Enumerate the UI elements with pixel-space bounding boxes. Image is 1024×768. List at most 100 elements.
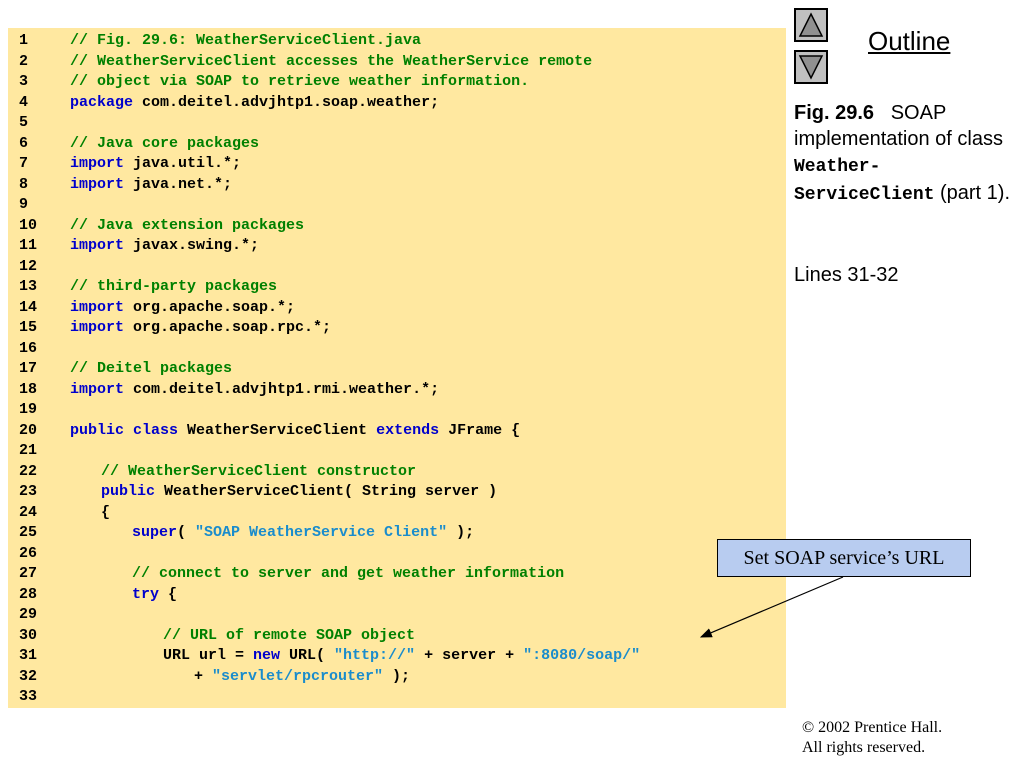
code-keyword: try [132, 585, 160, 603]
code-string: ":8080/soap/" [523, 647, 641, 664]
triangle-down-icon [798, 55, 824, 80]
code-comment: // URL of remote SOAP object [163, 626, 416, 644]
line-number: 18 [19, 380, 38, 398]
code-text: // WeatherServiceClient accesses the Wea… [70, 52, 592, 72]
code-line: 27 // connect to server and get weather i… [8, 564, 786, 584]
line-number: 17 [19, 360, 38, 377]
code-keyword: import [70, 298, 125, 316]
code-token: WeatherServiceClient [178, 421, 377, 439]
code-text: // Fig. 29.6: WeatherServiceClient.java [70, 31, 421, 51]
line-number: 15 [19, 319, 38, 336]
copyright-notice: © 2002 Prentice Hall. All rights reserve… [802, 718, 942, 758]
code-token: java.net.*; [124, 175, 233, 193]
line-number: 9 [19, 196, 29, 213]
code-text: // connect to server and get weather inf… [132, 564, 564, 584]
code-text: import java.net.*; [70, 175, 232, 195]
line-number: 22 [19, 462, 38, 480]
line-number: 1 [19, 32, 29, 49]
code-comment: // third-party packages [70, 278, 278, 295]
code-line: 19 [8, 400, 786, 420]
code-text: super( "SOAP WeatherService Client" ); [132, 523, 474, 543]
line-number: 8 [19, 175, 29, 193]
code-keyword: super [132, 524, 178, 541]
code-line: 17// Deitel packages [8, 359, 786, 379]
caption-class-name: Weather-ServiceClient [794, 157, 935, 205]
code-keyword: package [70, 93, 134, 111]
code-line: 2 // WeatherServiceClient accesses the We… [8, 52, 786, 72]
code-comment: // object via SOAP to retrieve weather i… [70, 73, 530, 90]
code-token: + [194, 667, 213, 685]
code-token: org.apache.soap.rpc.*; [124, 319, 332, 336]
code-comment: // WeatherServiceClient constructor [101, 462, 417, 480]
line-number: 28 [19, 585, 38, 603]
triangle-up-icon [798, 12, 824, 37]
code-token: URL( [280, 647, 335, 664]
code-line: 9 [8, 195, 786, 215]
outline-link[interactable]: Outline [868, 26, 951, 56]
code-keyword: new [253, 647, 281, 664]
callout-box: Set SOAP service’s URL [717, 539, 971, 577]
code-text: // WeatherServiceClient constructor [101, 462, 416, 482]
code-line: 13// third-party packages [8, 277, 786, 297]
code-keyword: import [70, 319, 125, 336]
code-comment: // Fig. 29.6: WeatherServiceClient.java [70, 32, 422, 49]
line-number: 10 [19, 216, 38, 234]
line-number: 30 [19, 626, 38, 644]
code-token: java.util.*; [124, 155, 242, 172]
code-text: import java.util.*; [70, 154, 241, 174]
line-number: 32 [19, 667, 38, 685]
line-number: 25 [19, 524, 38, 541]
caption-text: SOAP implementation of class [794, 102, 1003, 150]
line-number: 2 [19, 52, 29, 70]
code-token: org.apache.soap.*; [124, 298, 296, 316]
line-number: 27 [19, 565, 38, 582]
code-token: WeatherServiceClient( String server ) [155, 483, 498, 500]
code-line: 21 [8, 441, 786, 461]
code-comment: // connect to server and get weather inf… [132, 565, 565, 582]
code-comment: // WeatherServiceClient accesses the Wea… [70, 52, 593, 70]
code-token: ); [447, 524, 475, 541]
code-token: { [101, 503, 111, 521]
code-comment: // Java core packages [70, 134, 260, 152]
code-token: com.deitel.advjhtp1.soap.weather; [133, 93, 440, 111]
code-text: + "servlet/rpcrouter" ); [194, 667, 410, 687]
next-slide-button[interactable] [794, 50, 828, 84]
code-text: // Java extension packages [70, 216, 304, 236]
code-line: 25 super( "SOAP WeatherService Client" ); [8, 523, 786, 543]
code-line: 5 [8, 113, 786, 133]
code-keyword: import [70, 155, 125, 172]
line-number: 24 [19, 503, 38, 521]
code-text: // third-party packages [70, 277, 277, 297]
code-token: + server + [415, 647, 524, 664]
code-line: 29 [8, 605, 786, 625]
previous-slide-button[interactable] [794, 8, 828, 42]
code-text: package com.deitel.advjhtp1.soap.weather… [70, 93, 439, 113]
code-line: 15 import org.apache.soap.rpc.*; [8, 318, 786, 338]
copyright-line-1: © 2002 Prentice Hall. [802, 719, 943, 736]
code-line: 12 [8, 257, 786, 277]
line-number: 3 [19, 73, 29, 90]
code-line: 6 // Java core packages [8, 134, 786, 154]
line-number: 6 [19, 134, 29, 152]
code-string: "servlet/rpcrouter" [212, 667, 384, 685]
code-line: 33 [8, 687, 786, 707]
line-number: 26 [19, 544, 38, 562]
lines-reference: Lines 31-32 [794, 264, 899, 286]
figure-caption: Fig. 29.6 SOAP implementation of class W… [794, 100, 1020, 208]
code-keyword: extends [376, 421, 440, 439]
line-number: 19 [19, 401, 38, 418]
copyright-line-2: All rights reserved. [802, 739, 926, 756]
line-number: 7 [19, 155, 29, 172]
line-number: 5 [19, 114, 29, 131]
code-token: URL url = [163, 647, 254, 664]
code-line: 30 // URL of remote SOAP object [8, 626, 786, 646]
line-number: 20 [19, 421, 38, 439]
code-line: 8 import java.net.*; [8, 175, 786, 195]
